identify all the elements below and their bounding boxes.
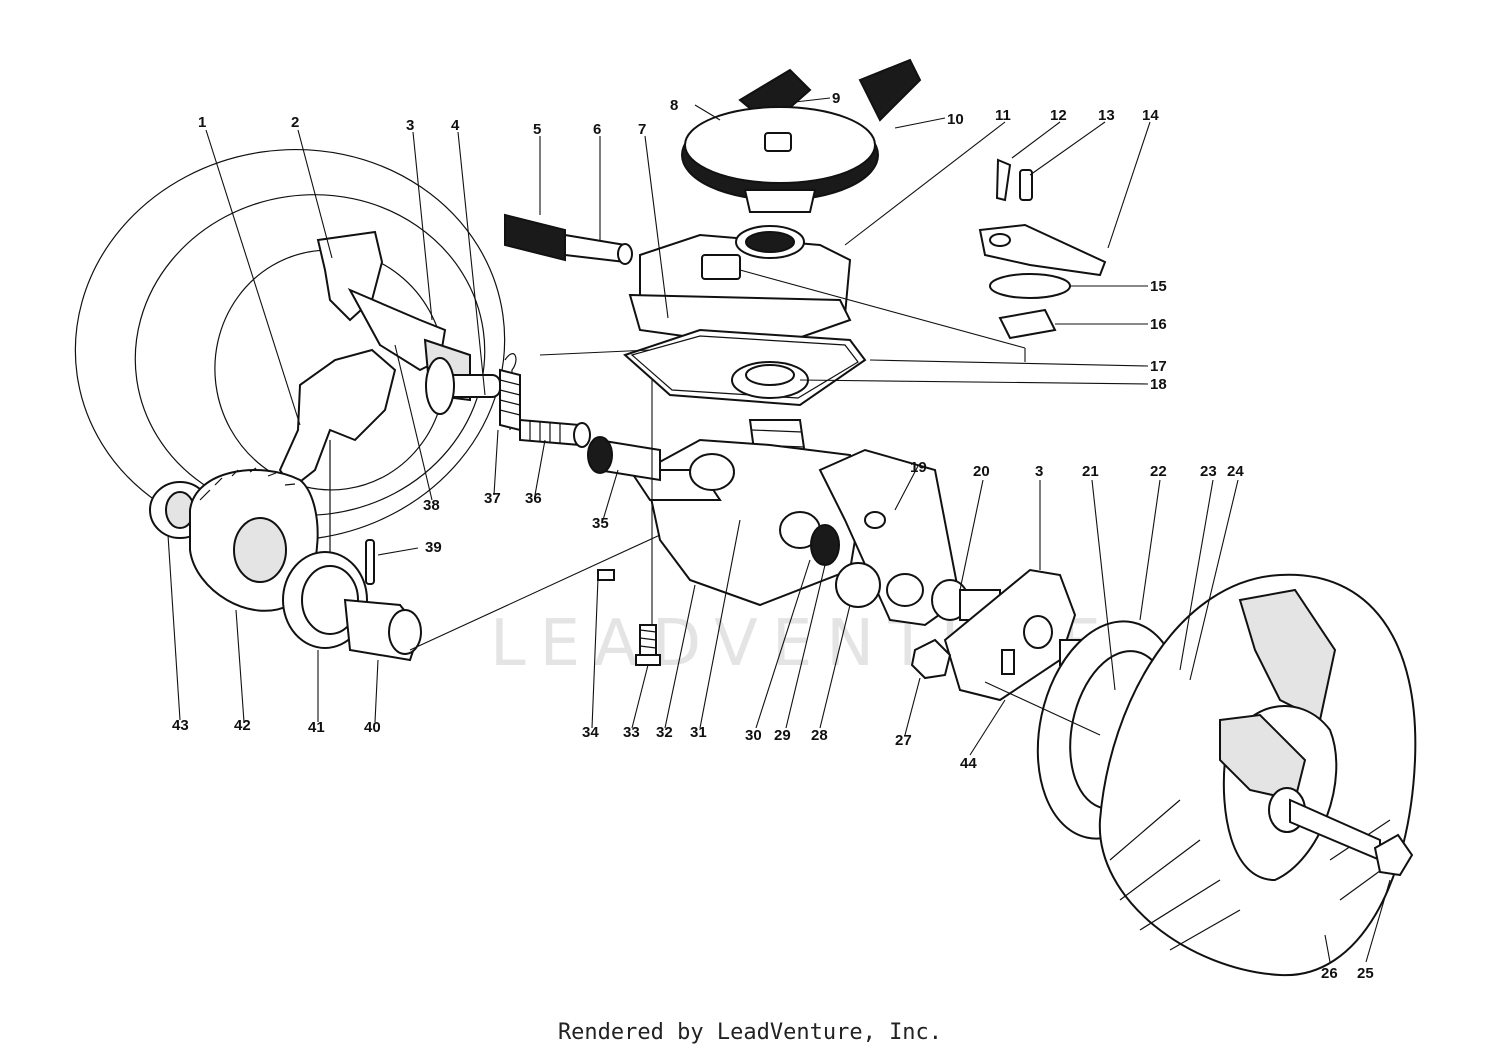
callout-24: 24 xyxy=(1227,463,1244,480)
callout-44: 44 xyxy=(960,755,977,772)
callout-38: 38 xyxy=(423,497,440,514)
callout-18: 18 xyxy=(1150,376,1167,393)
callout-40: 40 xyxy=(364,719,381,736)
callout-12: 12 xyxy=(1050,107,1067,124)
callout-39: 39 xyxy=(425,539,442,556)
callout-25: 25 xyxy=(1357,965,1374,982)
credit-footer: Rendered by LeadVenture, Inc. xyxy=(557,1020,943,1045)
callout-21: 21 xyxy=(1082,463,1099,480)
callout-8: 8 xyxy=(670,97,678,114)
shift-fork-assembly xyxy=(278,230,501,560)
top-right-hardware xyxy=(978,158,1107,340)
callout-14: 14 xyxy=(1142,107,1159,124)
right-wheel xyxy=(1036,573,1417,977)
callout-11: 11 xyxy=(995,107,1011,124)
callout-29: 29 xyxy=(774,727,791,744)
callout-22: 22 xyxy=(1150,463,1167,480)
leader-lines xyxy=(167,97,1391,963)
callout-5: 5 xyxy=(533,121,541,138)
callout-3-right: 3 xyxy=(1035,463,1043,480)
callout-34: 34 xyxy=(582,724,599,741)
axle-bracket xyxy=(810,448,962,627)
callout-31: 31 xyxy=(690,724,707,741)
spring-and-worm xyxy=(499,353,591,448)
callout-10: 10 xyxy=(947,111,964,128)
callout-26: 26 xyxy=(1321,965,1338,982)
callout-4: 4 xyxy=(451,117,460,134)
spring-and-shaft xyxy=(504,213,633,265)
callout-1: 1 xyxy=(198,114,206,131)
callout-17: 17 xyxy=(1150,358,1167,375)
callout-labels: 1 2 3 4 5 6 7 8 9 10 11 12 13 14 15 16 1… xyxy=(172,90,1374,982)
callout-41: 41 xyxy=(308,719,325,736)
callout-2: 2 xyxy=(291,114,299,131)
callout-43: 43 xyxy=(172,717,189,734)
callout-7: 7 xyxy=(638,121,646,138)
callout-33: 33 xyxy=(623,724,640,741)
callout-19: 19 xyxy=(910,459,927,476)
callout-6: 6 xyxy=(593,121,601,138)
callout-20: 20 xyxy=(973,463,990,480)
callout-13: 13 xyxy=(1098,107,1115,124)
callout-16: 16 xyxy=(1150,316,1167,333)
callout-23: 23 xyxy=(1200,463,1217,480)
callout-9: 9 xyxy=(832,90,840,107)
callout-30: 30 xyxy=(745,727,762,744)
gearbox-cover xyxy=(623,225,867,407)
callout-35: 35 xyxy=(592,515,609,532)
callout-27: 27 xyxy=(895,732,912,749)
screws xyxy=(597,569,661,666)
callout-28: 28 xyxy=(811,727,828,744)
callout-37: 37 xyxy=(484,490,501,507)
callout-15: 15 xyxy=(1150,278,1167,295)
pulley-and-belt xyxy=(681,58,922,213)
callout-36: 36 xyxy=(525,490,542,507)
callout-42: 42 xyxy=(234,717,251,734)
left-gear-set xyxy=(149,467,422,662)
gearbox-housing xyxy=(628,438,862,607)
callout-32: 32 xyxy=(656,724,673,741)
nut-27 xyxy=(910,638,952,680)
bearing-35 xyxy=(587,436,661,482)
callout-3: 3 xyxy=(406,117,414,134)
